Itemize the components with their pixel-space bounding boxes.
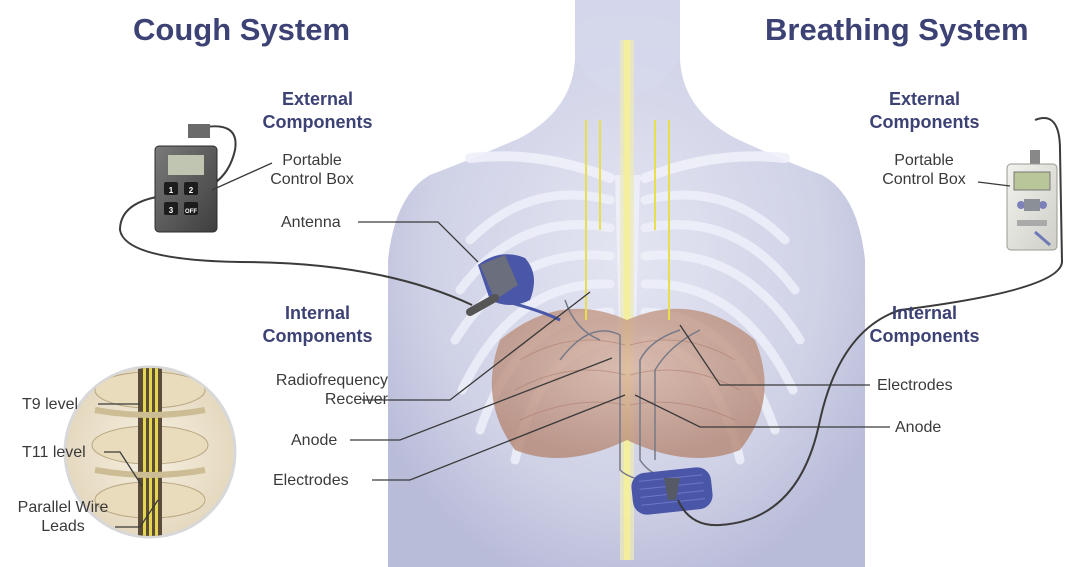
cough-internal-heading: Internal Components	[250, 302, 385, 348]
box-button-3: 3	[169, 206, 174, 215]
box-button-1: 1	[169, 186, 174, 195]
cough-electrodes-label: Electrodes	[273, 471, 349, 490]
breathing-system-title: Breathing System	[765, 12, 1029, 48]
breathing-external-heading: External Components	[857, 88, 992, 134]
diaphragm	[492, 309, 765, 458]
cough-control-box: 1 2 3 OFF	[155, 124, 217, 232]
t9-level-label: T9 level	[22, 395, 78, 414]
parallel-wire-leads-label: Parallel Wire Leads	[8, 498, 118, 536]
box-button-off: OFF	[185, 209, 197, 215]
cough-external-heading: External Components	[250, 88, 385, 134]
breathing-control-box	[1007, 150, 1057, 250]
box-button-2: 2	[189, 186, 194, 195]
receiver-label: Radiofrequency Receiver	[240, 371, 388, 409]
cough-control-box-label: Portable Control Box	[262, 151, 362, 189]
breathing-electrodes-label: Electrodes	[877, 376, 953, 395]
breathing-internal-heading: Internal Components	[857, 302, 992, 348]
cough-anode-label: Anode	[291, 431, 337, 450]
t11-level-label: T11 level	[22, 443, 86, 462]
cough-system-title: Cough System	[133, 12, 350, 48]
antenna-label: Antenna	[281, 213, 341, 232]
breathing-anode-label: Anode	[895, 418, 941, 437]
anode-pad	[630, 466, 714, 516]
torso	[388, 0, 865, 567]
breathing-control-box-label: Portable Control Box	[872, 151, 976, 189]
